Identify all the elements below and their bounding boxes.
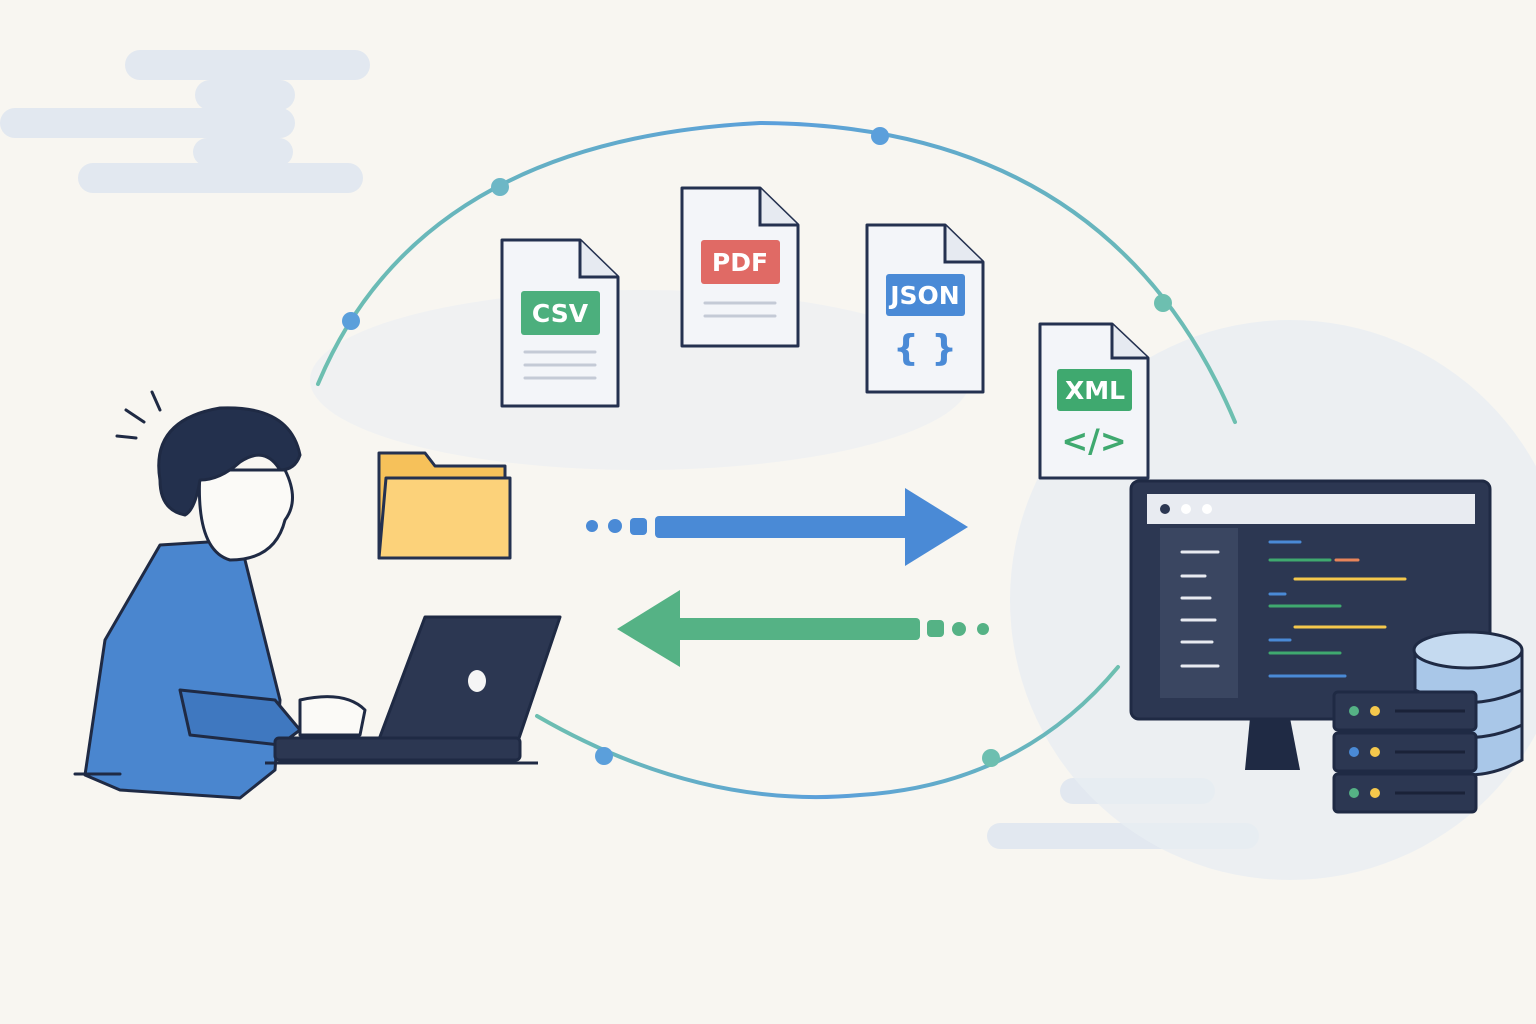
download-arrow [617,590,989,667]
background-clouds [0,50,1259,849]
pdf-label: PDF [712,248,768,277]
code-lines [1180,540,1407,678]
orbit-ring [316,120,1237,800]
laptop-icon [265,615,562,765]
person-illustration [73,390,367,800]
orbit-dots [342,127,1172,767]
xml-label: XML [1065,376,1125,405]
code-tag-icon: </> [1061,422,1126,460]
upload-arrow [586,488,968,566]
csv-label: CSV [532,299,589,328]
monitor-icon [1129,479,1492,770]
csv-file-icon: CSV [500,238,620,408]
xml-file-icon: XML </> [1038,322,1150,480]
braces-icon: { } [893,328,957,369]
json-file-icon: JSON { } [865,223,985,394]
background-hill [310,290,970,470]
pdf-file-icon: PDF [680,186,800,348]
json-label: JSON [888,281,959,310]
folder-icon [377,451,512,560]
server-rack-icon [1332,690,1478,814]
